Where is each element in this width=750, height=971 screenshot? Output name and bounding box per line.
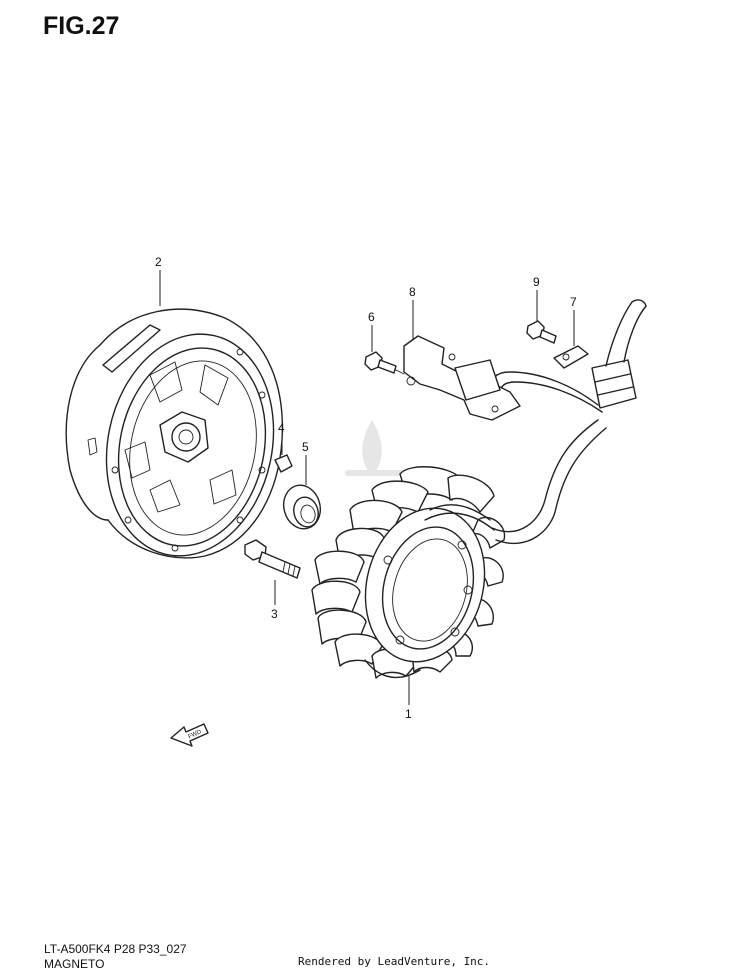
callout-9: 9 [533, 275, 540, 289]
callout-7: 7 [570, 295, 577, 309]
rotor-bolt-part [244, 539, 301, 579]
watermark-logo [345, 420, 405, 476]
fwd-arrow-icon: FWD [170, 723, 209, 747]
bracket-screw-part [364, 351, 397, 374]
render-credit: Rendered by LeadVenture, Inc. [298, 955, 491, 968]
fwd-label: FWD [188, 729, 204, 740]
callout-6: 6 [368, 310, 375, 324]
model-code: LT-A500FK4 P28 P33_027 [44, 942, 187, 956]
key-part [274, 454, 293, 473]
figure-title: FIG.27 [43, 12, 120, 40]
stator-coil [311, 466, 506, 679]
callout-2: 2 [155, 255, 162, 269]
clamp-part [553, 345, 589, 369]
pickup-bracket [403, 335, 521, 421]
callout-5: 5 [302, 440, 309, 454]
washer-part [283, 484, 321, 530]
callout-8: 8 [409, 285, 416, 299]
wire-harness [490, 299, 647, 545]
callout-1: 1 [405, 707, 412, 721]
clamp-screw-part [526, 320, 557, 344]
callout-3: 3 [271, 607, 278, 621]
section-name: MAGNETO [44, 957, 105, 971]
flywheel-rotor [65, 308, 284, 559]
callout-4: 4 [278, 421, 285, 435]
